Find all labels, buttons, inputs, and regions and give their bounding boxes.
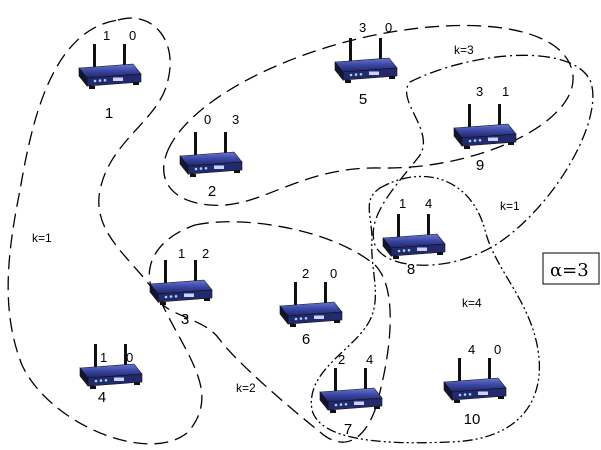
cluster-outline xyxy=(163,24,574,207)
cluster-outline xyxy=(148,221,391,443)
wireless-router-icon xyxy=(279,281,343,328)
node-value-a: 4 xyxy=(468,342,475,357)
wireless-router-icon xyxy=(443,357,507,404)
node-value-b: 3 xyxy=(232,112,239,127)
node-id: 2 xyxy=(208,183,216,200)
node-id: 1 xyxy=(105,105,113,122)
wireless-router-icon xyxy=(319,367,383,414)
cluster-label: k=4 xyxy=(462,296,482,310)
wireless-router-icon xyxy=(334,37,398,84)
node-value-b: 4 xyxy=(425,196,432,211)
node-value-b: 0 xyxy=(129,28,136,43)
cluster-label: k=2 xyxy=(236,381,256,395)
node-value-b: 0 xyxy=(330,266,337,281)
router-node: 3 1 9 xyxy=(453,84,517,174)
node-value-a: 0 xyxy=(204,112,211,127)
node-value-a: 2 xyxy=(302,266,309,281)
node-value-a: 3 xyxy=(476,84,483,99)
router-node: 3 0 5 xyxy=(334,20,398,108)
router-node: 2 0 6 xyxy=(279,266,343,348)
node-value-b: 4 xyxy=(366,352,373,367)
wireless-router-icon xyxy=(78,43,142,90)
cluster-label: k=1 xyxy=(32,231,52,245)
wireless-router-icon xyxy=(179,131,243,178)
node-id: 8 xyxy=(407,261,415,278)
router-node: 0 3 2 xyxy=(179,112,243,200)
node-value-a: 1 xyxy=(100,350,107,365)
node-value-a: 2 xyxy=(338,352,345,367)
router-node: 2 4 7 xyxy=(319,352,383,438)
node-id: 10 xyxy=(464,411,481,428)
cluster-outline xyxy=(7,17,203,445)
cluster-label: k=3 xyxy=(454,43,474,57)
node-value-b: 0 xyxy=(385,20,392,35)
node-value-b: 0 xyxy=(494,342,501,357)
node-id: 6 xyxy=(302,331,310,348)
cluster-outline xyxy=(310,175,540,444)
cluster-label: k=1 xyxy=(500,199,520,213)
wireless-router-icon xyxy=(453,103,517,150)
wireless-router-icon xyxy=(149,259,213,306)
node-id: 9 xyxy=(476,157,484,174)
node-value-b: 1 xyxy=(502,84,509,99)
router-node: 1 0 1 xyxy=(78,28,142,122)
node-value-b: 0 xyxy=(126,350,133,365)
node-id: 4 xyxy=(98,389,106,406)
cluster-labels: k=1 k=3 k=1 k=2 k=4 xyxy=(32,43,520,395)
node-id: 3 xyxy=(181,311,189,328)
node-id: 7 xyxy=(344,421,352,438)
node-value-b: 2 xyxy=(202,246,209,261)
alpha-box: α=3 xyxy=(542,252,600,285)
node-id: 5 xyxy=(359,91,367,108)
router-node: 1 4 8 xyxy=(382,196,446,278)
router-node: 1 2 3 xyxy=(149,246,213,328)
node-value-a: 1 xyxy=(399,196,406,211)
alpha-frame xyxy=(542,252,600,285)
router-node: 1 0 4 xyxy=(79,343,143,406)
node-value-a: 1 xyxy=(178,246,185,261)
router-node: 4 0 10 xyxy=(443,342,507,428)
node-value-a: 1 xyxy=(103,28,110,43)
wireless-router-icon xyxy=(382,213,446,260)
clusters xyxy=(7,17,594,445)
cluster-outline xyxy=(372,54,594,266)
node-value-a: 3 xyxy=(359,20,366,35)
alpha-label: α=3 xyxy=(550,260,589,281)
